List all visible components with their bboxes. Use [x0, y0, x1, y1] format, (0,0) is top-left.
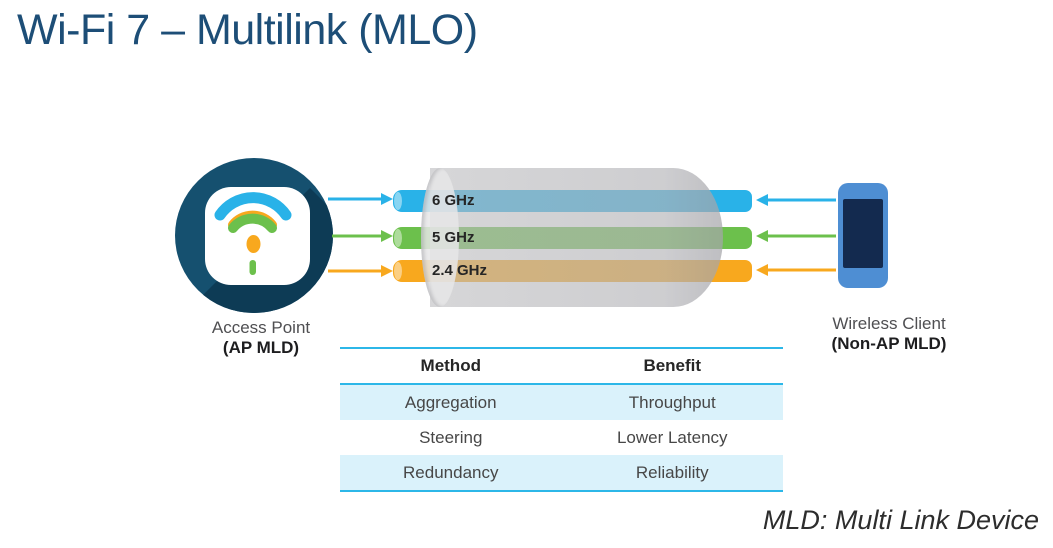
mlo-cylinder-cap: [421, 168, 459, 307]
mlo-cylinder-body: [430, 168, 723, 307]
wifi-stem: [249, 260, 256, 275]
wifi-dot: [246, 235, 261, 253]
access-point-sublabel: (AP MLD): [222, 338, 300, 357]
ap-arrow-5ghz: [332, 230, 393, 242]
ap-arrow-6ghz: [328, 193, 393, 205]
wifi-arc-outer: [214, 192, 292, 221]
ap-arrow-2-4ghz: [328, 265, 393, 277]
table-header-method: Method: [420, 356, 481, 375]
client-arrow-5ghz: [756, 230, 836, 242]
table-row: Aggregation Throughput: [340, 385, 783, 420]
table-cell-benefit: Throughput: [628, 392, 716, 412]
table-cell-benefit: Lower Latency: [616, 427, 728, 447]
table-header-row: Method Benefit: [340, 349, 783, 385]
ap-icon-panel: [205, 187, 310, 285]
table-cell-method: Steering: [419, 427, 483, 447]
footnote: MLD: Multi Link Device: [762, 505, 1039, 535]
band-label-5ghz: 5 GHz: [432, 229, 475, 246]
table-row: Steering Lower Latency: [340, 420, 783, 455]
table-cell-method: Redundancy: [403, 462, 499, 482]
method-benefit-table: Method Benefit Aggregation Throughput St…: [340, 347, 783, 492]
client-arrow-6ghz: [756, 194, 836, 206]
table-header-benefit: Benefit: [643, 356, 702, 375]
table-cell-method: Aggregation: [404, 392, 497, 412]
access-point-icon: [175, 158, 333, 313]
phone-screen: [843, 199, 883, 268]
band-label-6ghz: 6 GHz: [432, 192, 475, 209]
access-point-label: Access Point: [211, 318, 311, 337]
page-title: Wi-Fi 7 – Multilink (MLO): [17, 6, 478, 54]
wireless-client-icon: [838, 183, 888, 288]
table-cell-benefit: Reliability: [635, 462, 709, 482]
wifi-arc-mid: [228, 213, 277, 233]
wireless-client-label: Wireless Client: [832, 314, 946, 333]
table-row: Redundancy Reliability: [340, 455, 783, 490]
client-arrow-2-4ghz: [756, 264, 836, 276]
wireless-client-sublabel: (Non-AP MLD): [831, 334, 947, 353]
wifi-icon: [214, 192, 292, 275]
band-label-2-4ghz: 2.4 GHz: [432, 262, 488, 279]
